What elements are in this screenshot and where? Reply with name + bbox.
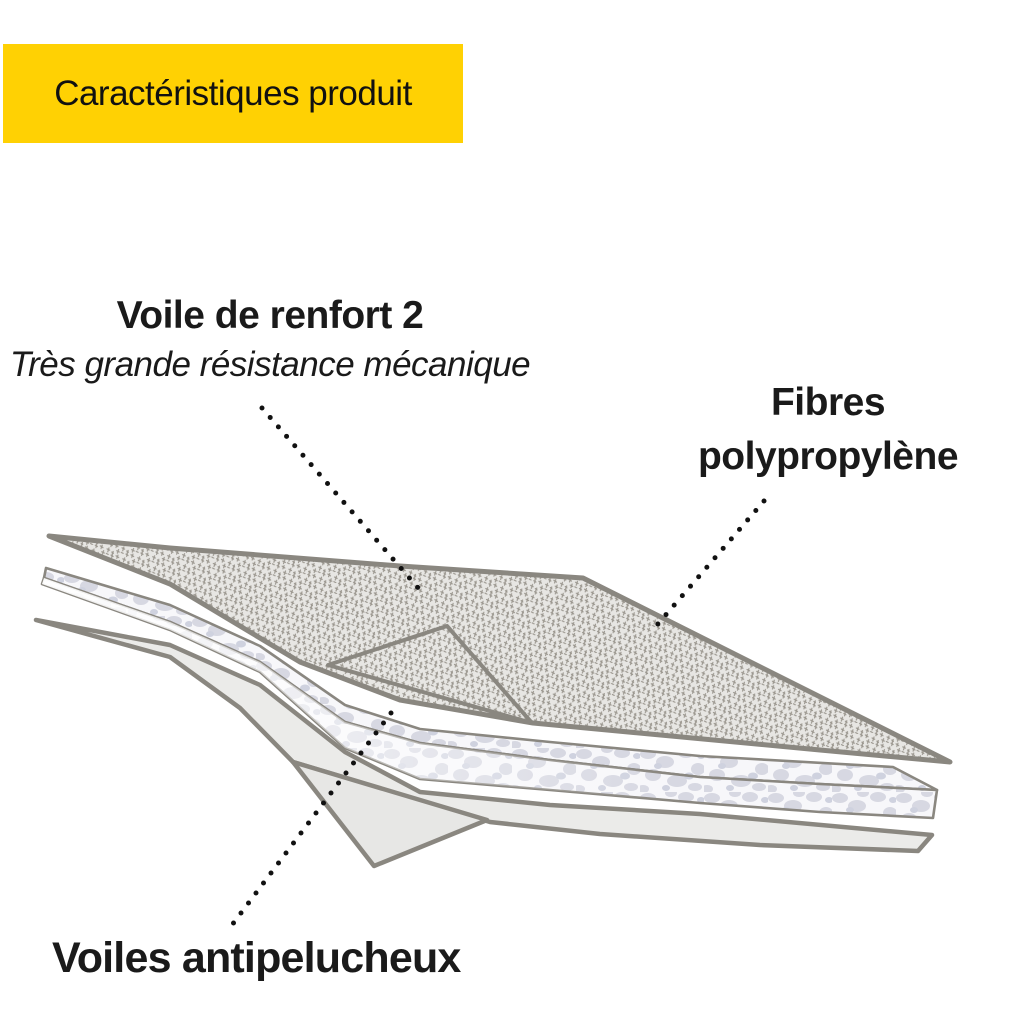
renfort-front-face-highlight bbox=[42, 578, 937, 818]
fibres-fold-triangle bbox=[326, 624, 534, 725]
renfort-subtitle: Très grande résistance mécanique bbox=[9, 344, 531, 384]
banner-label: Caractéristiques produit bbox=[54, 73, 412, 113]
annotation-fibres: Fibres polypropylène bbox=[640, 376, 1016, 484]
leader-line-fibres bbox=[654, 498, 767, 628]
annotation-antipelucheux: Voiles antipelucheux bbox=[52, 934, 572, 983]
title-banner: Caractéristiques produit bbox=[3, 44, 463, 143]
antipelucheux-title: Voiles antipelucheux bbox=[52, 934, 461, 982]
renfort-title: Voile de renfort 2 bbox=[116, 294, 424, 337]
fibres-title-line2: polypropylène bbox=[697, 434, 959, 478]
antipelucheux-layer bbox=[33, 617, 935, 854]
antipelucheux-fold-corner bbox=[290, 759, 490, 869]
annotation-renfort: Voile de renfort 2 Très grande résistanc… bbox=[0, 294, 540, 385]
fibres-polypropylene-layer bbox=[46, 533, 953, 765]
fibres-title-line1: Fibres bbox=[770, 381, 886, 424]
leader-line-renfort bbox=[259, 405, 422, 592]
